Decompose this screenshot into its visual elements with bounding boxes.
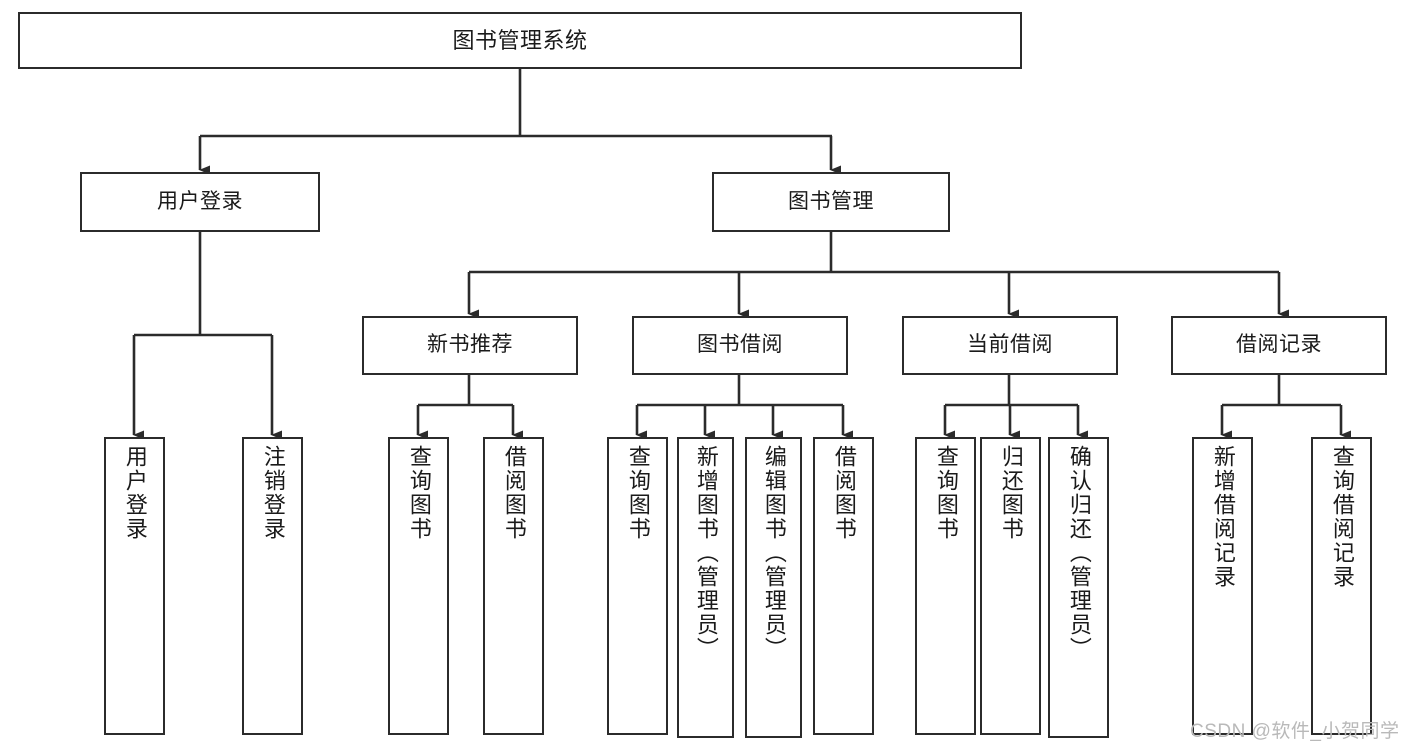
node-label: 查询图书 <box>933 445 959 541</box>
node-user-login[interactable]: 用户登录 <box>80 172 320 232</box>
node-label: 新增借阅记录 <box>1210 445 1236 589</box>
leaf-confirm-return-admin[interactable]: 确认归还（管理员） <box>1048 437 1109 738</box>
node-label: 新书推荐 <box>427 333 513 357</box>
node-root-system[interactable]: 图书管理系统 <box>18 12 1022 69</box>
leaf-return-book[interactable]: 归还图书 <box>980 437 1041 735</box>
leaf-edit-book-admin[interactable]: 编辑图书（管理员） <box>745 437 802 738</box>
csdn-watermark: CSDN @软件_小贺同学 <box>1190 721 1400 742</box>
leaf-borrow-book-newbook[interactable]: 借阅图书 <box>483 437 544 735</box>
node-label: 查询图书 <box>625 445 651 541</box>
leaf-add-book-admin[interactable]: 新增图书（管理员） <box>677 437 734 738</box>
leaf-user-logout[interactable]: 注销登录 <box>242 437 303 735</box>
node-label: 图书管理 <box>788 189 874 213</box>
node-label: 确认归还（管理员） <box>1066 445 1092 661</box>
leaf-query-book-newbook[interactable]: 查询图书 <box>388 437 449 735</box>
node-label: 图书借阅 <box>697 333 783 357</box>
node-book-borrow[interactable]: 图书借阅 <box>632 316 848 375</box>
node-label: 归还图书 <box>998 445 1024 541</box>
node-label: 查询借阅记录 <box>1329 445 1355 589</box>
node-label: 新增图书（管理员） <box>693 445 719 661</box>
node-label: 用户登录 <box>122 445 148 541</box>
leaf-query-book-current[interactable]: 查询图书 <box>915 437 976 735</box>
node-label: 查询图书 <box>406 445 432 541</box>
node-label: 借阅图书 <box>831 445 857 541</box>
node-current-borrow[interactable]: 当前借阅 <box>902 316 1118 375</box>
node-label: 当前借阅 <box>967 333 1053 357</box>
node-borrow-record[interactable]: 借阅记录 <box>1171 316 1387 375</box>
leaf-add-borrow-record[interactable]: 新增借阅记录 <box>1192 437 1253 735</box>
leaf-query-borrow-record[interactable]: 查询借阅记录 <box>1311 437 1372 735</box>
node-label: 注销登录 <box>260 445 286 541</box>
leaf-borrow-book[interactable]: 借阅图书 <box>813 437 874 735</box>
node-label: 编辑图书（管理员） <box>761 445 787 661</box>
leaf-user-login[interactable]: 用户登录 <box>104 437 165 735</box>
node-label: 借阅图书 <box>501 445 527 541</box>
node-label: 借阅记录 <box>1236 333 1322 357</box>
node-new-book-recommend[interactable]: 新书推荐 <box>362 316 578 375</box>
leaf-query-book-borrow[interactable]: 查询图书 <box>607 437 668 735</box>
node-label: 用户登录 <box>157 189 243 213</box>
node-label: 图书管理系统 <box>452 27 588 53</box>
node-book-management[interactable]: 图书管理 <box>712 172 950 232</box>
